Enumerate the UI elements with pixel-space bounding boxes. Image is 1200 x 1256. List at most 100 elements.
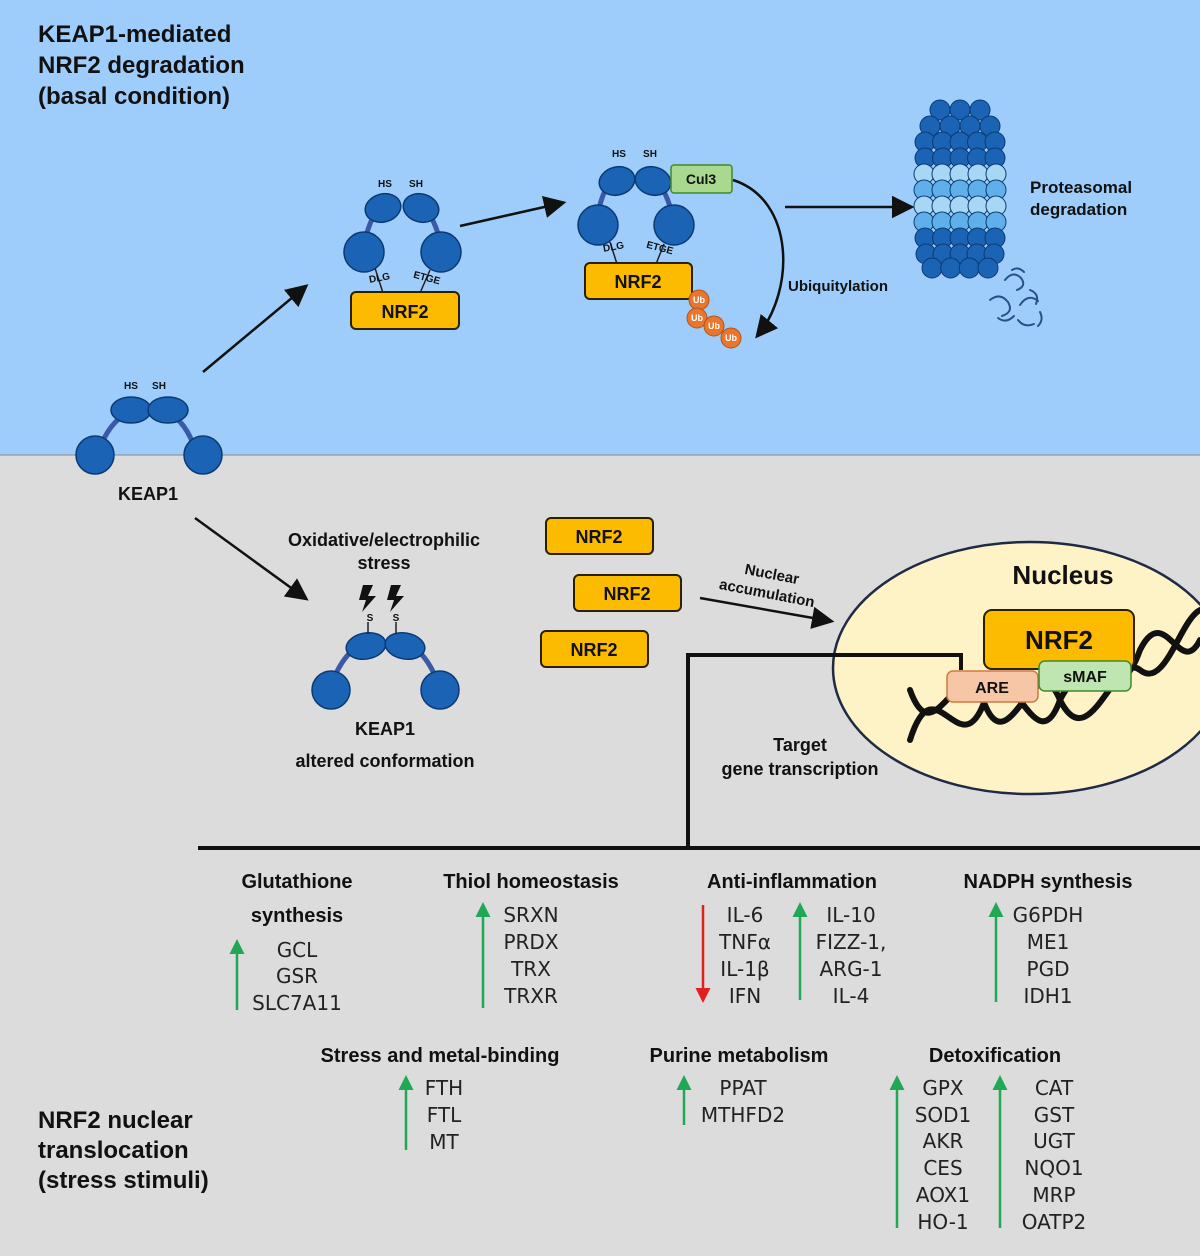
proteasome-subunit (977, 257, 999, 279)
proteasomal-label: Proteasomal (1030, 178, 1132, 197)
gene-ces: CES (923, 1156, 962, 1180)
gene-fizz1: FIZZ-1, (816, 930, 887, 954)
gene-cat: CAT (1035, 1076, 1074, 1100)
gene-ho1: HO-1 (917, 1210, 968, 1234)
gene-prdx: PRDX (503, 930, 558, 954)
svg-text:NRF2: NRF2 (381, 302, 428, 322)
svg-text:NRF2: NRF2 (570, 640, 617, 660)
svg-text:NRF2: NRF2 (575, 527, 622, 547)
proteasome-subunit (921, 257, 943, 279)
transcription-connector (686, 653, 963, 848)
nucleus-nrf2-label: NRF2 (1025, 625, 1093, 655)
arrow-nuclear-accumulation (699, 596, 835, 629)
gene-oatp2: OATP2 (1022, 1210, 1087, 1234)
degraded-peptides (989, 267, 1043, 327)
svg-text:SH: SH (643, 149, 657, 160)
svg-text:Ub: Ub (725, 333, 737, 343)
keap1-label: KEAP1 (118, 484, 178, 504)
are-box (946, 670, 1039, 703)
svg-text:HS: HS (378, 179, 392, 190)
gene-mrp: MRP (1032, 1183, 1075, 1207)
gene-idh1: IDH1 (1023, 984, 1072, 1008)
svg-text:HS: HS (124, 381, 138, 392)
gene-ftl: FTL (427, 1103, 462, 1127)
gene-transcription-label: gene transcription (721, 759, 878, 779)
gene-ppat: PPAT (719, 1076, 767, 1100)
gene-tnfa: TNFα (718, 930, 771, 954)
gene-aox1: AOX1 (916, 1183, 970, 1207)
gene-akr: AKR (923, 1129, 964, 1153)
proteasome-subunit (940, 257, 962, 279)
svg-text:Cul3: Cul3 (686, 171, 717, 187)
svg-text:DLG: DLG (602, 240, 625, 255)
anti-inflammation-title: Anti-inflammation (707, 871, 877, 893)
arrow-keap1-to-complex (202, 284, 309, 373)
svg-text:Ub: Ub (708, 321, 720, 331)
nadph-title: NADPH synthesis (964, 871, 1133, 893)
gene-ugt: UGT (1033, 1129, 1075, 1153)
purine-title: Purine metabolism (650, 1045, 829, 1067)
gene-ifn: IFN (729, 984, 761, 1008)
ubiquitylation-arrow (732, 178, 785, 339)
gene-gsr: GSR (276, 964, 318, 988)
svg-text:S: S (367, 613, 374, 624)
svg-text:SH: SH (409, 179, 423, 190)
gene-gst: GST (1034, 1103, 1075, 1127)
ubiquitin-chain: Ub Ub Ub Ub (686, 289, 742, 349)
arrow-complex-to-cul3 (459, 195, 567, 228)
gene-pgd: PGD (1027, 957, 1070, 981)
lightning-bolts (359, 585, 404, 612)
ubiquitylation-label: Ubiquitylation (788, 278, 888, 295)
arrow-keap1-to-altered (194, 516, 309, 601)
keap1-altered: S S (311, 613, 460, 710)
keap1-nrf2-cul3-complex: HS SH DLG ETGE NRF2 Cul3 (577, 149, 733, 300)
svg-text:Ub: Ub (691, 313, 703, 323)
smaf-box (1038, 660, 1132, 692)
glutathione-title: Glutathione (241, 871, 352, 893)
keap1-dimer: HS SH (75, 381, 223, 475)
proteasome-subunit (969, 99, 991, 121)
gene-fth: FTH (425, 1076, 463, 1100)
gene-g6pdh: G6PDH (1013, 903, 1084, 927)
altered-conformation-label: altered conformation (295, 751, 474, 771)
keap1-nrf2-complex: HS SH DLG ETGE NRF2 (343, 179, 462, 330)
proteasome (913, 99, 1007, 279)
glutathione-title-2: synthesis (251, 905, 343, 927)
svg-text:NRF2: NRF2 (614, 272, 661, 292)
degradation-label: degradation (1030, 200, 1127, 219)
smaf-label: sMAF (1063, 669, 1107, 686)
keap1-altered-label: KEAP1 (355, 719, 415, 739)
gene-mthfd2: MTHFD2 (701, 1103, 785, 1127)
stress-label: Oxidative/electrophilic (288, 530, 480, 550)
svg-text:HS: HS (612, 149, 626, 160)
nucleus-label: Nucleus (1012, 560, 1113, 590)
target-label: Target (773, 735, 827, 755)
basal-title: KEAP1-mediated NRF2 degradation (basal c… (38, 21, 251, 110)
stress-title: NRF2 nuclear translocation (stress stimu… (38, 1107, 209, 1194)
gene-me1: ME1 (1027, 930, 1070, 954)
gene-trxr: TRXR (503, 984, 558, 1008)
gene-gpx: GPX (922, 1076, 964, 1100)
stress-label-2: stress (357, 553, 410, 573)
svg-text:NRF2: NRF2 (603, 584, 650, 604)
gene-mt: MT (429, 1130, 459, 1154)
svg-text:S: S (393, 613, 400, 624)
svg-text:Ub: Ub (693, 295, 705, 305)
gene-arg1: ARG-1 (819, 957, 882, 981)
gene-il10: IL-10 (826, 903, 875, 927)
gene-il4: IL-4 (833, 984, 870, 1008)
gene-nqo1: NQO1 (1024, 1156, 1083, 1180)
detox-title: Detoxification (929, 1045, 1061, 1067)
proteasome-subunit (958, 257, 980, 279)
gene-il1b: IL-1β (720, 957, 769, 981)
thiol-title: Thiol homeostasis (443, 871, 619, 893)
gene-srxn: SRXN (503, 903, 558, 927)
gene-slc7a11: SLC7A11 (252, 991, 342, 1015)
svg-text:DLG: DLG (368, 271, 391, 286)
are-label: ARE (975, 680, 1009, 697)
stress-metal-title: Stress and metal-binding (321, 1045, 560, 1067)
gene-trx: TRX (510, 957, 551, 981)
free-nrf2: NRF2 NRF2 NRF2 (540, 517, 682, 668)
gene-gcl: GCL (277, 938, 318, 962)
